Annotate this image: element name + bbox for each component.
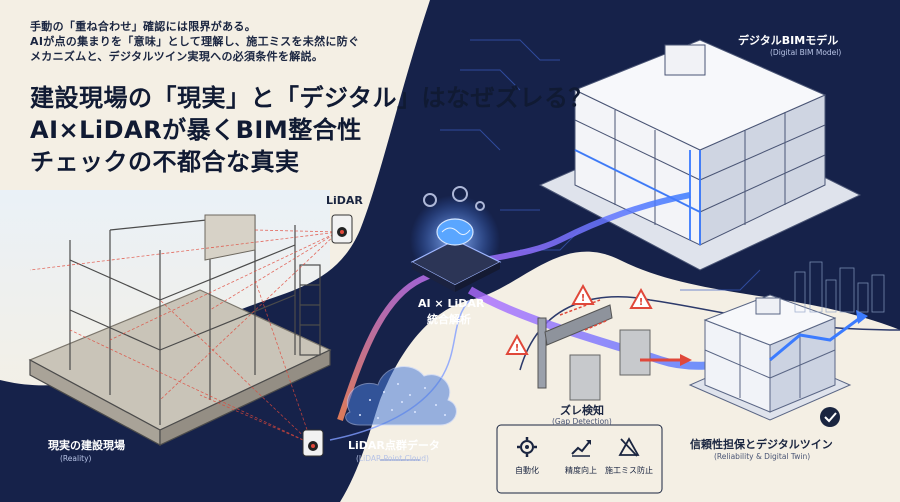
laser-beams <box>29 229 339 445</box>
intro-line-1: 手動の「重ね合わせ」確認には限界がある。 <box>30 20 256 33</box>
bim-model-sublabel: (Digital BIM Model) <box>770 48 842 57</box>
digital-twin-sublabel: (Reliability & Digital Twin) <box>714 452 811 461</box>
headline-line-1: 建設現場の「現実」と「デジタル」はなぜズレる？ <box>30 84 594 112</box>
digital-twin-building <box>688 294 852 421</box>
gap-detection-art: ! ! ! <box>505 283 653 401</box>
reality-label: 現実の建設現場 <box>48 439 125 452</box>
construction-site <box>28 214 332 447</box>
ai-analysis-label-1: AI × LiDAR <box>418 297 485 310</box>
feature-accuracy: 精度向上 <box>565 466 597 475</box>
bim-model-label: デジタルBIMモデル <box>738 34 839 47</box>
intro-line-2: AIが点の集まりを「意味」として理解し、施工ミスを未然に防ぐ <box>30 35 360 48</box>
lidar-scanner-top <box>331 214 353 244</box>
intro-line-3: メカニズムと、デジタルツイン実現への必須条件を解説。 <box>30 50 324 63</box>
feature-box <box>496 424 663 494</box>
point-cloud <box>345 366 457 426</box>
city-skyline <box>794 261 885 313</box>
digital-twin-label: 信頼性担保とデジタルツイン <box>690 438 833 451</box>
gap-detection-sublabel: (Gap Detection) <box>552 417 612 426</box>
no-error-icon <box>618 437 640 457</box>
svg-text:!: ! <box>581 293 586 304</box>
feature-error-prevention: 施工ミス防止 <box>605 466 653 475</box>
gear-icon <box>517 437 537 457</box>
gap-detection-label: ズレ検知 <box>560 404 604 417</box>
point-cloud-label: LiDAR点群データ <box>348 439 440 452</box>
svg-text:!: ! <box>639 297 644 308</box>
reality-sublabel: (Reality) <box>60 454 92 463</box>
ai-analysis-label-2: 統合解析 <box>427 313 471 326</box>
chart-up-icon <box>571 440 591 457</box>
check-icon <box>820 407 840 427</box>
feature-automation: 自動化 <box>515 466 539 475</box>
headline-line-2: AI×LiDARが暴くBIM整合性 <box>30 116 362 144</box>
headline-line-3: チェックの不都合な真実 <box>30 148 300 176</box>
svg-text:!: ! <box>515 343 520 354</box>
point-cloud-sublabel: (LiDAR Point Cloud) <box>356 454 429 463</box>
lidar-label: LiDAR <box>326 194 363 207</box>
lidar-scanner-bottom <box>302 429 324 457</box>
ai-chip <box>410 186 502 292</box>
